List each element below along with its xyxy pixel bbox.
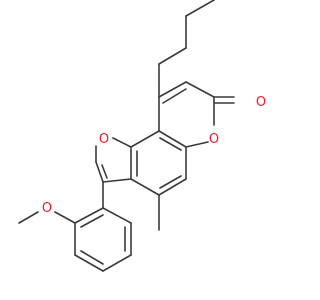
methoxyphenyl-ring <box>74 181 132 272</box>
pyranone-oxygen-label: O <box>209 132 219 147</box>
bond-c9a-c9b <box>130 130 160 148</box>
bond-c3a-c4 <box>130 178 160 196</box>
bond-c4-c5 <box>158 178 187 196</box>
bond-c9-c8-inner <box>162 88 187 104</box>
bond-butyl-4 <box>185 0 215 17</box>
bond-c2-c3-inner <box>101 164 108 179</box>
bond-c5a-c9a <box>158 130 187 148</box>
bond-o6-c5a <box>185 141 209 148</box>
molecule-structure-diagram: O O O O <box>18 0 266 272</box>
bond-c2-c3 <box>95 161 104 183</box>
bond-ar6-ar1-inner <box>80 214 104 228</box>
bond-c4-c5-inner <box>159 175 182 189</box>
central-benzene-ring <box>130 96 187 196</box>
pyranone-ring <box>158 81 235 148</box>
bond-ar1-ar2 <box>102 207 132 224</box>
bond-c8-c7 <box>185 81 215 98</box>
butyl-chain <box>158 0 215 98</box>
bond-ar6-ar1 <box>74 207 104 224</box>
methoxy-group <box>18 211 76 224</box>
bond-c5a-c9a-inner <box>159 137 182 151</box>
bond-ar6-o-methoxy <box>54 211 76 224</box>
bond-ar3-ar4 <box>102 254 132 272</box>
structure-canvas: O O O O <box>18 0 266 272</box>
bond-c3-c3a <box>102 178 132 183</box>
carbonyl-oxygen-label: O <box>256 95 266 110</box>
methoxy-oxygen-label: O <box>42 201 52 216</box>
bond-ar4-ar5-inner <box>80 250 104 265</box>
bond-o-methyl <box>18 211 39 224</box>
bond-c9b-o1 <box>112 137 132 148</box>
bond-ar4-ar5 <box>74 254 104 272</box>
furan-ring <box>95 137 132 183</box>
bond-c9-c8 <box>158 81 187 98</box>
bond-butyl-2 <box>158 47 187 65</box>
furan-oxygen-label: O <box>99 132 109 147</box>
